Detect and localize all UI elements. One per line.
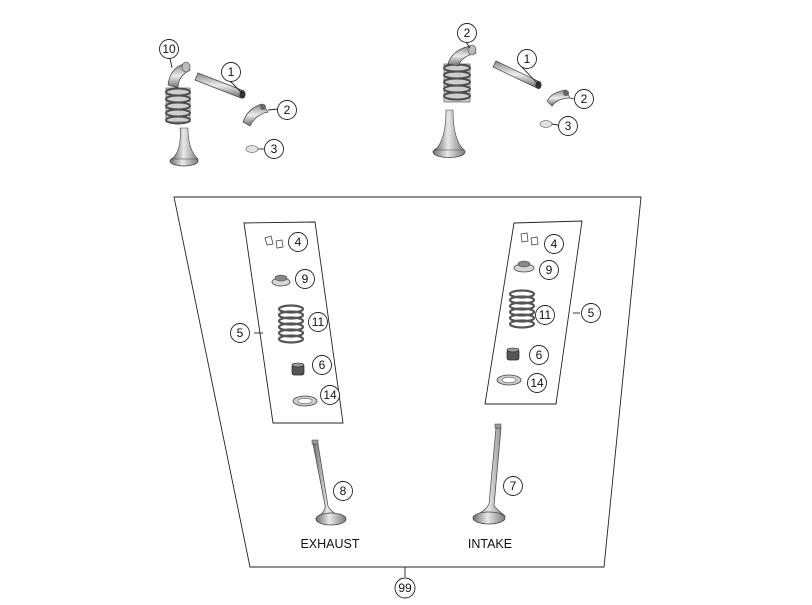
intake-label: INTAKE: [468, 537, 512, 551]
svg-text:5: 5: [588, 306, 595, 320]
callout-8: 8: [333, 481, 353, 501]
svg-text:2: 2: [581, 92, 588, 106]
svg-text:4: 4: [551, 237, 558, 251]
callout-5-left: 5: [230, 323, 250, 343]
valve-stem-seal-intake: [506, 347, 520, 361]
valve-shim-right: [539, 120, 553, 128]
spring-retainer-exhaust: [271, 274, 291, 287]
svg-text:8: 8: [340, 484, 347, 498]
callout-7: 7: [503, 476, 523, 496]
intake-valve: [472, 423, 506, 525]
callout-6-left: 6: [312, 355, 332, 375]
callout-2-right: 2: [574, 89, 594, 109]
intake-valve-assembly: [432, 44, 477, 158]
callout-2-top-right: 2: [457, 23, 477, 43]
rocker-arm-right: [546, 89, 571, 107]
svg-text:3: 3: [565, 119, 572, 133]
callout-9-right: 9: [539, 260, 559, 280]
spring-retainer-intake: [513, 260, 535, 273]
callout-99: 99: [394, 577, 416, 599]
callout-3-right: 3: [558, 116, 578, 136]
callout-11-right: 11: [535, 305, 555, 325]
svg-text:1: 1: [524, 52, 531, 66]
svg-text:14: 14: [323, 388, 337, 402]
callout-11-left: 11: [308, 312, 328, 332]
svg-text:5: 5: [237, 326, 244, 340]
callout-5-right: 5: [581, 303, 601, 323]
svg-text:2: 2: [464, 26, 471, 40]
svg-text:1: 1: [228, 65, 235, 79]
svg-text:6: 6: [536, 348, 543, 362]
callout-14-left: 14: [320, 385, 340, 405]
callout-6-right: 6: [529, 345, 549, 365]
spring-seat-exhaust: [292, 395, 318, 407]
svg-text:11: 11: [539, 308, 552, 322]
callout-3-left: 3: [264, 139, 284, 159]
valve-spring-exhaust: [277, 304, 305, 344]
callout-10: 10: [159, 39, 179, 59]
svg-text:99: 99: [398, 581, 412, 595]
callout-9-left: 9: [295, 269, 315, 289]
svg-text:2: 2: [284, 103, 291, 117]
callout-4-left: 4: [288, 232, 308, 252]
svg-text:11: 11: [312, 315, 325, 329]
svg-text:3: 3: [271, 142, 278, 156]
svg-text:7: 7: [510, 479, 517, 493]
svg-text:14: 14: [530, 376, 544, 390]
svg-text:9: 9: [546, 263, 553, 277]
valve-spring-intake: [508, 289, 536, 329]
valve-keepers-exhaust: [264, 235, 284, 249]
callout-4-right: 4: [544, 234, 564, 254]
rocker-arm-left: [242, 103, 269, 127]
callout-2-left: 2: [277, 100, 297, 120]
svg-text:10: 10: [162, 42, 176, 56]
callout-1-right: 1: [517, 49, 537, 69]
svg-text:6: 6: [319, 358, 326, 372]
exhaust-label: EXHAUST: [300, 537, 359, 551]
exhaust-valve: [311, 439, 347, 526]
exhaust-subkit-frame: [243, 221, 344, 424]
callout-1-left: 1: [221, 62, 241, 82]
intake-subkit-frame: [484, 220, 583, 405]
valve-stem-seal-exhaust: [291, 362, 305, 376]
exhaust-valve-assembly: [165, 61, 199, 167]
spring-seat-intake: [496, 374, 522, 386]
valve-keepers-intake: [520, 232, 539, 246]
valve-shim-left: [245, 145, 259, 153]
callout-14-right: 14: [527, 373, 547, 393]
svg-text:4: 4: [295, 235, 302, 249]
callouts: 1 2 3 10 2 1 2 3 4 9 11 5 6 14 4 9 11 5 …: [159, 23, 601, 599]
kit-frame-outline: [173, 196, 642, 568]
svg-text:9: 9: [302, 272, 309, 286]
